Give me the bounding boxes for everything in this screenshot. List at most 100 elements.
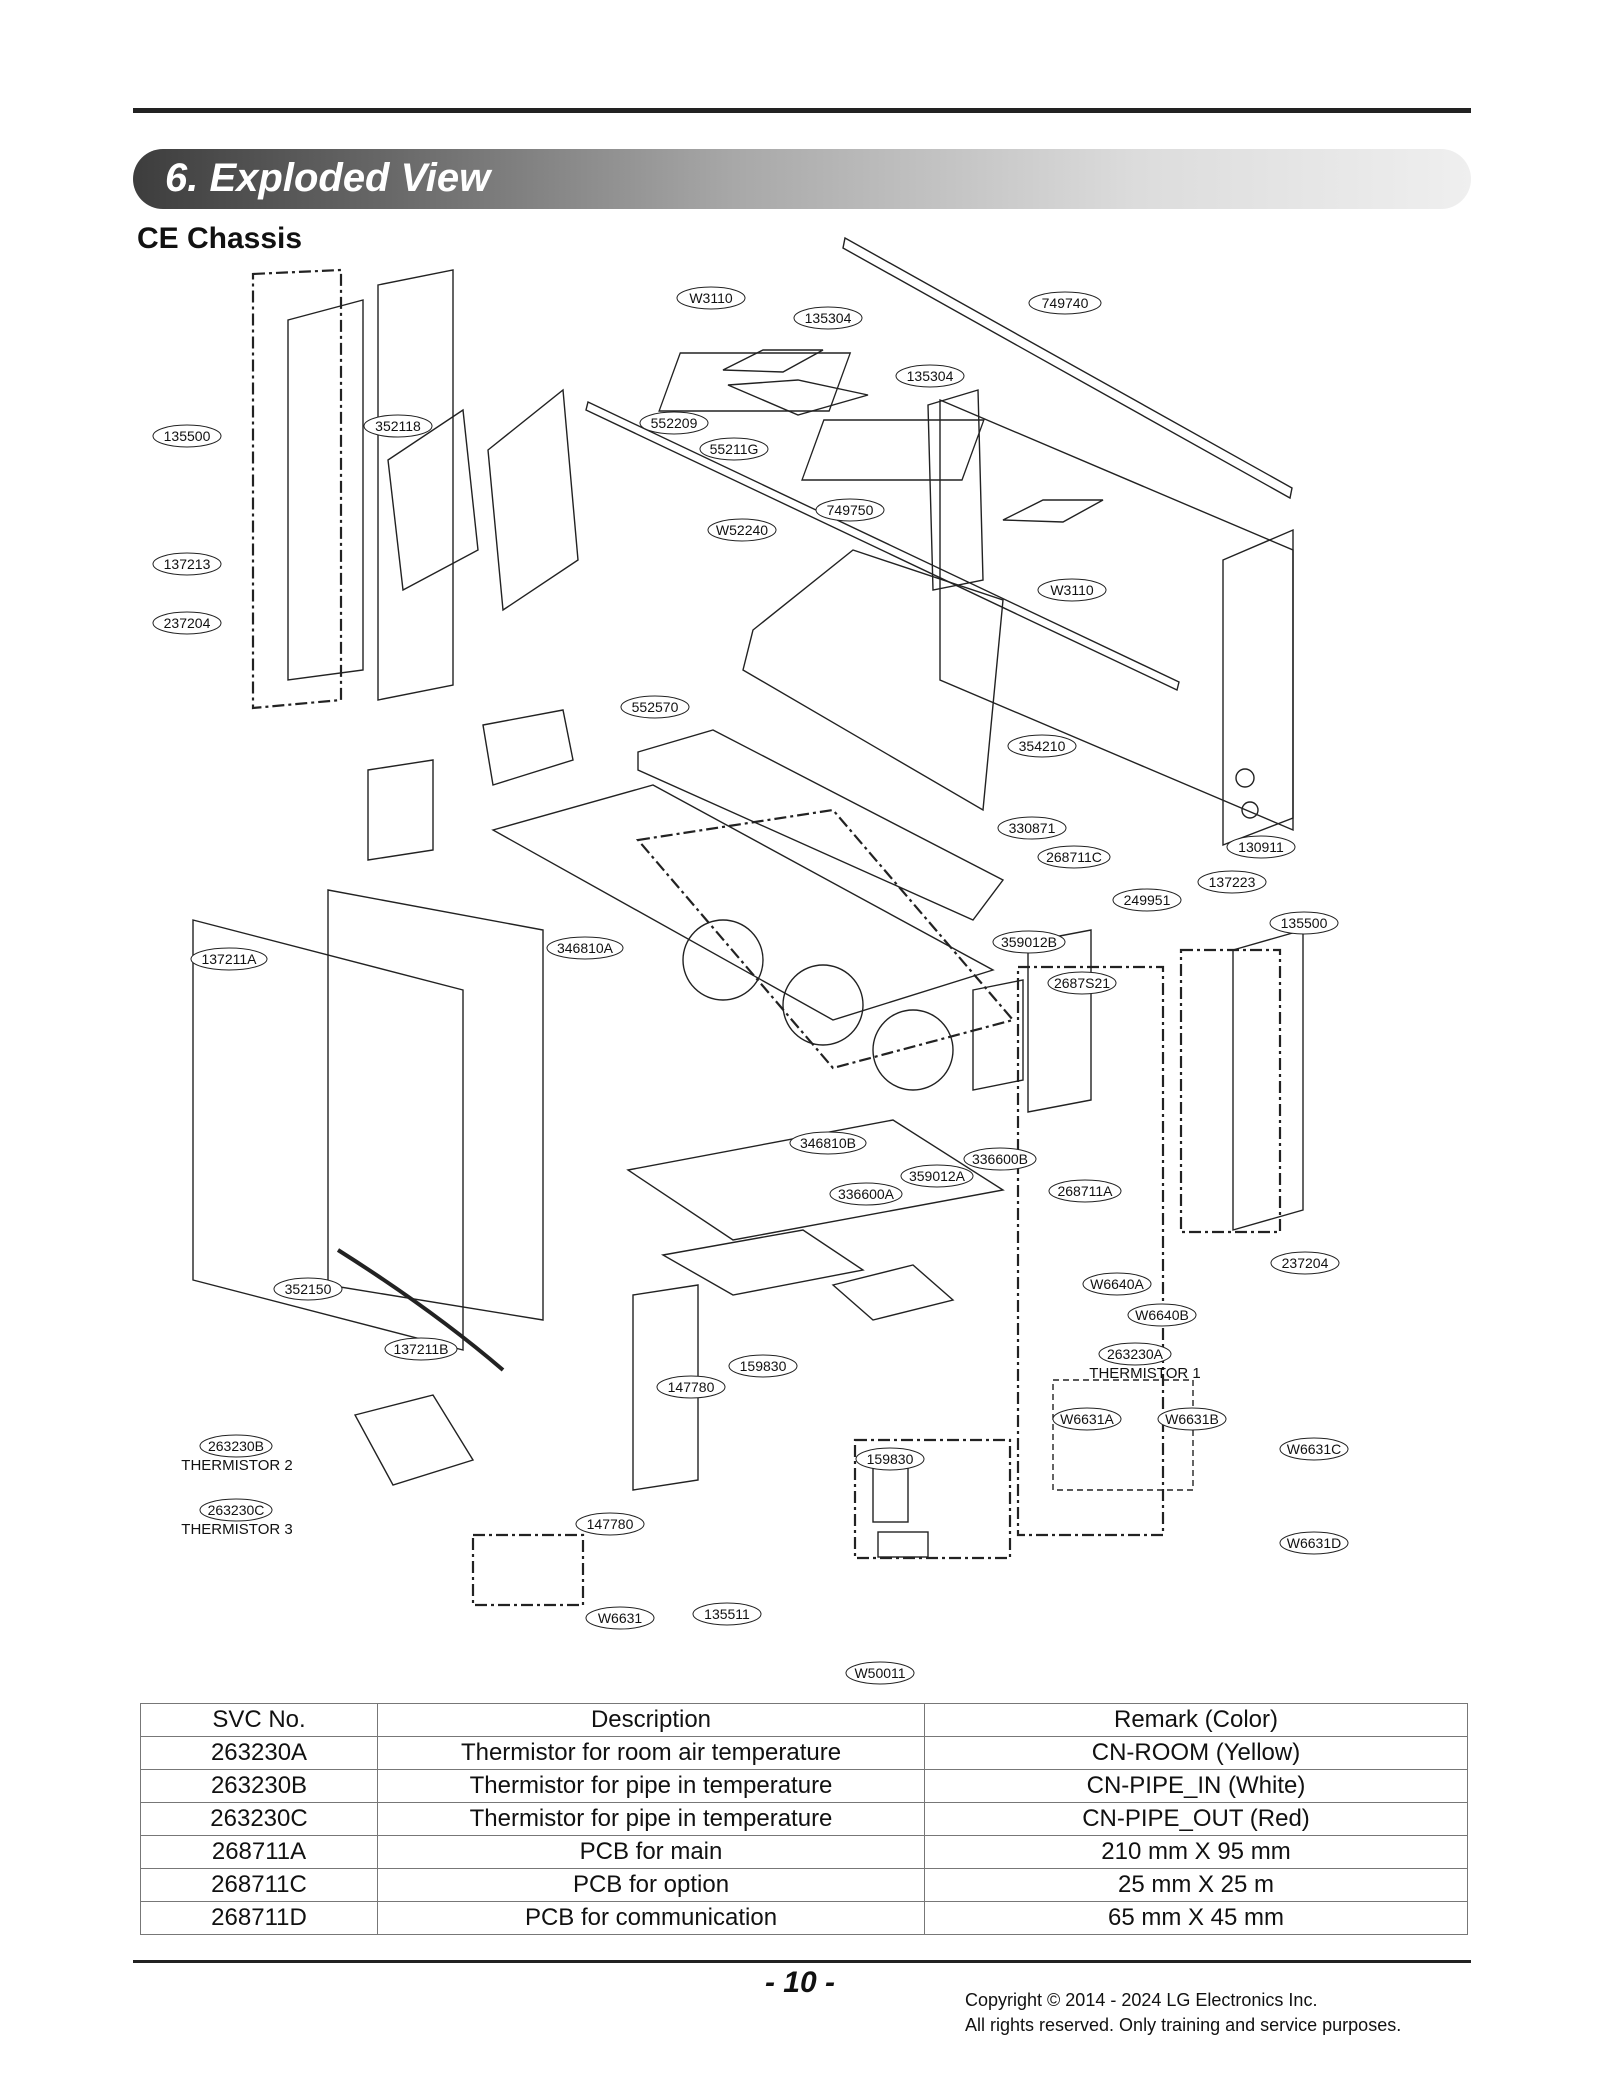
grille-159830 — [831, 1264, 955, 1321]
svg-text:359012A: 359012A — [909, 1168, 966, 1184]
label-159830-b: 159830 — [855, 1447, 925, 1471]
svg-text:137211A: 137211A — [201, 951, 257, 967]
valve-assembly-352118 — [387, 408, 479, 592]
label-w3110-a: W3110 — [676, 286, 746, 310]
cell-description: PCB for communication — [377, 1901, 925, 1935]
caption-thermistor-3: THERMISTOR 3 — [181, 1521, 292, 1538]
fan-blower-1 — [682, 919, 764, 1001]
svg-text:W6631C: W6631C — [1287, 1441, 1341, 1457]
label-135511: 135511 — [692, 1602, 762, 1626]
label-237204-a: 237204 — [152, 611, 222, 635]
svg-text:W6631D: W6631D — [1287, 1535, 1341, 1551]
label-w6640b: W6640B — [1127, 1303, 1197, 1327]
svg-text:237204: 237204 — [164, 615, 211, 631]
tray-w3110-b — [1002, 499, 1104, 523]
side-panel-hole — [1235, 768, 1255, 788]
svg-text:749740: 749740 — [1042, 295, 1089, 311]
grille-135304-a — [658, 352, 852, 412]
cell-description: Thermistor for room air temperature — [377, 1736, 925, 1770]
label-552570: 552570 — [620, 695, 690, 719]
caption-thermistor-1: THERMISTOR 1 — [1089, 1365, 1200, 1382]
part-labels: W3110 135304 749740 135304 135500 352118… — [152, 286, 1349, 1685]
cell-svc-no: 263230B — [140, 1769, 378, 1803]
group-fan — [635, 808, 1015, 1070]
section-title: 6. Exploded View — [165, 156, 491, 200]
front-panel-137211b — [192, 919, 464, 1351]
svg-text:237204: 237204 — [1282, 1255, 1329, 1271]
drain-tray-top — [722, 349, 824, 373]
exploded-view-svg: W3110 135304 749740 135304 135500 352118… — [152, 236, 1349, 1685]
svg-text:W6631B: W6631B — [1165, 1411, 1219, 1427]
svg-text:359012B: 359012B — [1001, 934, 1057, 950]
label-w6631: W6631 — [585, 1606, 655, 1630]
copyright-notice: Copyright © 2014 - 2024 LG Electronics I… — [965, 1988, 1401, 2038]
side-panel-hole — [1241, 801, 1259, 819]
label-2687s21: 2687S21 — [1047, 971, 1117, 995]
wire-harness-box — [1052, 1379, 1194, 1491]
label-147780-a: 147780 — [656, 1375, 726, 1399]
svg-text:336600A: 336600A — [838, 1186, 895, 1202]
svg-text:336600B: 336600B — [972, 1151, 1028, 1167]
svg-text:159830: 159830 — [740, 1358, 787, 1374]
svg-text:137213: 137213 — [164, 556, 211, 572]
side-panel-130911 — [1222, 528, 1294, 847]
group-electrical — [1016, 965, 1165, 1537]
cell-svc-no: 263230C — [140, 1802, 378, 1836]
svg-text:552570: 552570 — [632, 699, 679, 715]
label-147780-b: 147780 — [575, 1512, 645, 1536]
label-w6631a: W6631A — [1052, 1407, 1122, 1431]
cell-description: Thermistor for pipe in temperature — [377, 1769, 925, 1803]
column-header-remark: Remark (Color) — [924, 1703, 1468, 1737]
cell-remark: CN-PIPE_IN (White) — [924, 1769, 1468, 1803]
label-w52240: W52240 — [707, 518, 777, 542]
label-249951: 249951 — [1112, 888, 1182, 912]
wire-box-w6631 — [471, 1533, 585, 1607]
svg-text:263230B: 263230B — [208, 1438, 264, 1454]
svg-text:330871: 330871 — [1009, 820, 1056, 836]
accessory-plate — [877, 1531, 929, 1558]
control-bracket — [482, 709, 574, 786]
cell-svc-no: 268711D — [140, 1901, 378, 1935]
label-354210: 354210 — [1007, 734, 1077, 758]
svg-text:W6631: W6631 — [598, 1610, 643, 1626]
filter-135500-a — [287, 299, 364, 681]
label-237204-b: 237204 — [1270, 1251, 1340, 1275]
page-number: - 10 - — [764, 1966, 836, 1999]
label-130911: 130911 — [1226, 835, 1296, 859]
label-135304-a: 135304 — [793, 306, 863, 330]
cell-description: PCB for option — [377, 1868, 925, 1902]
svg-text:W50011: W50011 — [854, 1665, 905, 1681]
svc-parts-table: SVC No. Description Remark (Color) 26323… — [140, 1703, 1468, 1935]
section-header-bar: 6. Exploded View — [133, 149, 1471, 209]
table-row: 263230B Thermistor for pipe in temperatu… — [140, 1769, 1468, 1803]
label-137223: 137223 — [1197, 870, 1267, 894]
label-336600a: 336600A — [829, 1182, 903, 1206]
svg-text:352150: 352150 — [285, 1281, 332, 1297]
cell-svc-no: 268711A — [140, 1835, 378, 1869]
svg-text:55211G: 55211G — [710, 441, 759, 457]
label-359012a: 359012A — [900, 1164, 974, 1188]
table-row: 268711C PCB for option 25 mm X 25 m — [140, 1868, 1468, 1902]
label-w6640a: W6640A — [1082, 1272, 1152, 1296]
bottom-rule — [133, 1960, 1471, 1963]
svg-text:W3110: W3110 — [1050, 582, 1094, 598]
label-w6631d: W6631D — [1279, 1531, 1349, 1555]
panel-135511 — [632, 1284, 699, 1491]
label-w3110-b: W3110 — [1037, 578, 1107, 602]
label-552209: 552209 — [639, 411, 709, 435]
cell-remark: 25 mm X 25 m — [924, 1868, 1468, 1902]
cell-description: PCB for main — [377, 1835, 925, 1869]
label-w6631b: W6631B — [1157, 1407, 1227, 1431]
cell-remark: 210 mm X 95 mm — [924, 1835, 1468, 1869]
cell-remark: 65 mm X 45 mm — [924, 1901, 1468, 1935]
label-135500-a: 135500 — [152, 424, 222, 448]
svg-text:268711A: 268711A — [1057, 1183, 1113, 1199]
group-right-filter — [1179, 948, 1282, 1234]
svg-text:268711C: 268711C — [1046, 849, 1102, 865]
coil-354210 — [742, 549, 1004, 812]
label-352118: 352118 — [363, 414, 433, 438]
svg-text:135500: 135500 — [1281, 915, 1328, 931]
svg-text:135304: 135304 — [907, 368, 954, 384]
base-plate — [660, 1229, 865, 1296]
column-header-description: Description — [377, 1703, 925, 1737]
